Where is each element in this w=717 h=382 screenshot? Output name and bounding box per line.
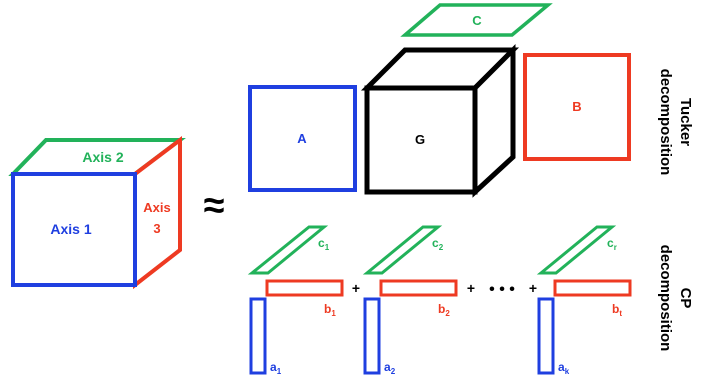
cp-ellipsis: • • • [489,281,515,298]
axis-3-label-line2: 3 [153,221,160,236]
cp-term-r: cr bt ak [536,225,632,376]
cp-plus-3: + [529,280,537,296]
cp-a2-label: a2 [384,360,396,376]
cp-c2-vector [362,225,443,275]
factor-b-label: B [572,99,581,114]
core-g-label: G [415,132,425,147]
core-g-front [364,85,478,195]
cp-b1-label: b1 [324,302,336,318]
cp-title-line1: CP [677,288,694,309]
cp-title-line2: decomposition [657,245,674,352]
input-tensor-cube: Axis 2 Axis 3 Axis 1 [8,135,186,290]
cp-a1-vector [249,297,267,375]
cp-a1-label: a1 [270,360,282,376]
factor-b-matrix [523,53,631,161]
cp-ak-vector [537,297,555,375]
tucker-title-line2: decomposition [657,69,674,176]
cp-b1-vector [265,279,344,297]
cp-cr-vector [536,225,617,275]
cp-bt-vector [553,279,632,297]
approx-symbol: ≈ [204,185,225,227]
axis-2-label: Axis 2 [82,149,123,165]
cp-c2-label: c2 [432,236,444,252]
cp-c1-vector [247,225,329,275]
cp-b2-vector [379,279,458,297]
factor-c-plane [400,3,553,37]
cp-plus-2: + [467,280,475,296]
cp-b2-label: b2 [438,302,450,318]
factor-c-label: C [472,13,482,28]
cp-term-1: c1 b1 a1 [247,225,344,376]
cp-decomposition: c1 b1 a1 + c2 b2 a2 [247,225,694,376]
axis-1-label: Axis 1 [50,221,91,237]
cp-a2-vector [363,297,381,375]
cp-term-2: c2 b2 a2 [362,225,458,376]
factor-a-matrix [248,85,357,192]
tucker-decomposition: C A G B Tucker decomposition [248,3,694,198]
cp-ak-label: ak [558,360,570,376]
cp-cr-label: cr [607,236,617,252]
cp-bt-label: bt [612,302,622,318]
cp-plus-1: + [352,280,360,296]
cp-c1-label: c1 [318,236,330,252]
tucker-title-line1: Tucker [677,98,694,146]
tensor-front-face [11,172,137,287]
axis-3-label-line1: Axis [143,200,170,215]
factor-a-label: A [297,131,307,146]
